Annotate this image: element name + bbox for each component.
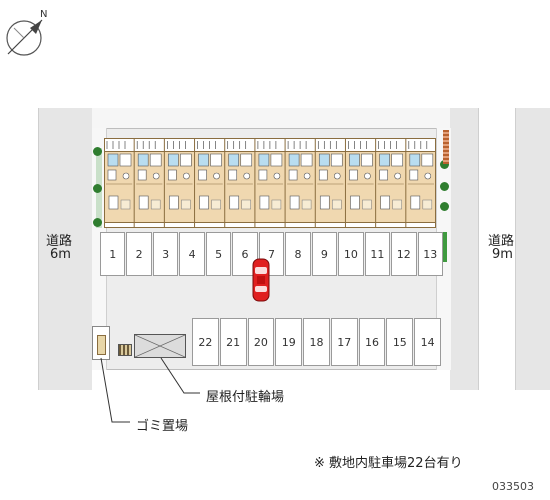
left-road-width: 6m xyxy=(50,247,71,262)
tree-icon xyxy=(93,147,102,156)
right-hedge xyxy=(441,232,447,262)
parking-stall: 17 xyxy=(330,318,358,366)
parking-stall: 2 xyxy=(126,232,152,276)
parking-stall: 20 xyxy=(247,318,275,366)
bicycle-shelter-icon xyxy=(134,334,186,358)
map-code: 033503 xyxy=(492,480,534,493)
parking-stall: 10 xyxy=(338,232,364,276)
brick-wall xyxy=(443,130,449,164)
compass: N xyxy=(2,4,52,56)
tree-icon xyxy=(93,184,102,193)
parking-note: ※ 敷地内駐車場22台有り xyxy=(314,456,463,471)
left-road-name: 道路 xyxy=(46,234,73,249)
parking-stall: 3 xyxy=(152,232,179,276)
parking-stall: 13 xyxy=(417,232,443,276)
parking-stall: 12 xyxy=(391,232,417,276)
north-arrow-icon: N xyxy=(6,9,47,56)
parking-stall: 14 xyxy=(414,318,441,366)
bicycle-shelter-roof xyxy=(134,334,186,358)
parking-stall: 15 xyxy=(386,318,414,366)
car-icon xyxy=(252,258,270,302)
parking-stall: 19 xyxy=(275,318,303,366)
left-road-strip xyxy=(0,108,39,390)
right-road-width: 9m xyxy=(492,247,513,262)
tree-icon xyxy=(440,202,449,211)
svg-text:N: N xyxy=(40,9,47,20)
tree-icon xyxy=(440,182,449,191)
right-road-name: 道路 xyxy=(488,234,515,249)
parking-stall: 8 xyxy=(285,232,311,276)
garbage-label: ゴミ置場 xyxy=(136,419,189,434)
tree-icon xyxy=(440,160,449,169)
parking-stall: 4 xyxy=(179,232,205,276)
parking-stall: 9 xyxy=(311,232,338,276)
parking-stall: 21 xyxy=(219,318,247,366)
right-road-strip xyxy=(478,108,516,390)
parking-stall: 22 xyxy=(192,318,219,366)
bicycle-parking-label: 屋根付駐輪場 xyxy=(206,390,285,405)
bicycle-rack xyxy=(118,344,132,356)
parking-stall: 11 xyxy=(364,232,391,276)
garbage-area xyxy=(92,326,110,360)
site-top-area xyxy=(92,108,450,128)
parking-stall: 16 xyxy=(358,318,386,366)
unit-floorplans xyxy=(103,138,434,228)
garbage-bin xyxy=(97,335,106,355)
parking-stall: 5 xyxy=(205,232,232,276)
building-units xyxy=(103,138,436,228)
parking-stall: 18 xyxy=(303,318,330,366)
parking-stall: 1 xyxy=(100,232,126,276)
tree-icon xyxy=(93,218,102,227)
